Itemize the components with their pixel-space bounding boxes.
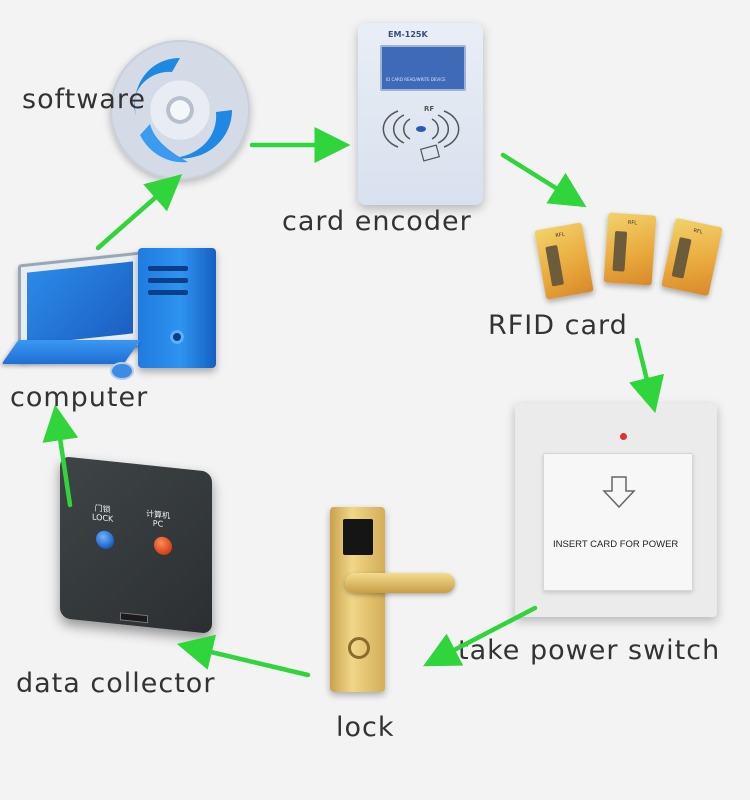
encoder-rf-text: RF — [424, 105, 435, 113]
collector-pc-label: 计算机 PC — [146, 509, 170, 529]
computer-label: computer — [10, 382, 149, 413]
rfid-card-label: RFID card — [488, 310, 628, 341]
lock-label: lock — [336, 712, 395, 743]
keyboard-icon — [1, 340, 141, 364]
switch-led-icon — [620, 433, 627, 440]
switch-instruction-text: INSERT CARD FOR POWER — [553, 539, 679, 550]
power-switch-device: INSERT CARD FOR POWER — [515, 403, 717, 617]
card-encoder-label: card encoder — [282, 206, 472, 237]
arrow-cards-to-switch — [629, 337, 665, 414]
lock-button — [96, 529, 114, 550]
software-cd-icon — [110, 40, 250, 180]
take-power-switch-label: take power switch — [458, 635, 721, 666]
data-collector-device: 门锁 LOCK 计算机 PC — [60, 456, 212, 634]
switch-card-slot: INSERT CARD FOR POWER — [543, 453, 693, 591]
collector-port — [120, 612, 148, 624]
data-collector-label: data collector — [16, 668, 216, 699]
arrow-computer-to-software — [95, 174, 183, 251]
lock-keyhole-icon — [348, 637, 370, 659]
rfid-card-1: RFL — [534, 222, 594, 300]
arrow-encoder-to-cards — [500, 152, 587, 208]
encoder-screen: ID CARD READ/WRITE DEVICE — [380, 45, 466, 91]
encoder-model-text: EM-125K — [388, 30, 428, 39]
rfid-card-3: RFL — [661, 217, 723, 297]
encoder-screen-text: ID CARD READ/WRITE DEVICE — [386, 77, 446, 82]
rfid-card-2: RFL — [603, 212, 657, 286]
down-arrow-icon — [602, 476, 636, 509]
pc-button — [154, 535, 172, 556]
card-encoder-device: EM-125K ID CARD READ/WRITE DEVICE RF — [358, 23, 483, 205]
computer-tower-icon — [138, 248, 216, 368]
collector-lock-label: 门锁 LOCK — [92, 503, 114, 524]
lock-card-reader — [343, 519, 373, 555]
rf-wave-icon — [382, 110, 460, 162]
lock-handle — [345, 573, 455, 593]
mouse-icon — [112, 364, 132, 378]
software-label: software — [22, 84, 146, 115]
door-lock-device — [330, 507, 385, 692]
